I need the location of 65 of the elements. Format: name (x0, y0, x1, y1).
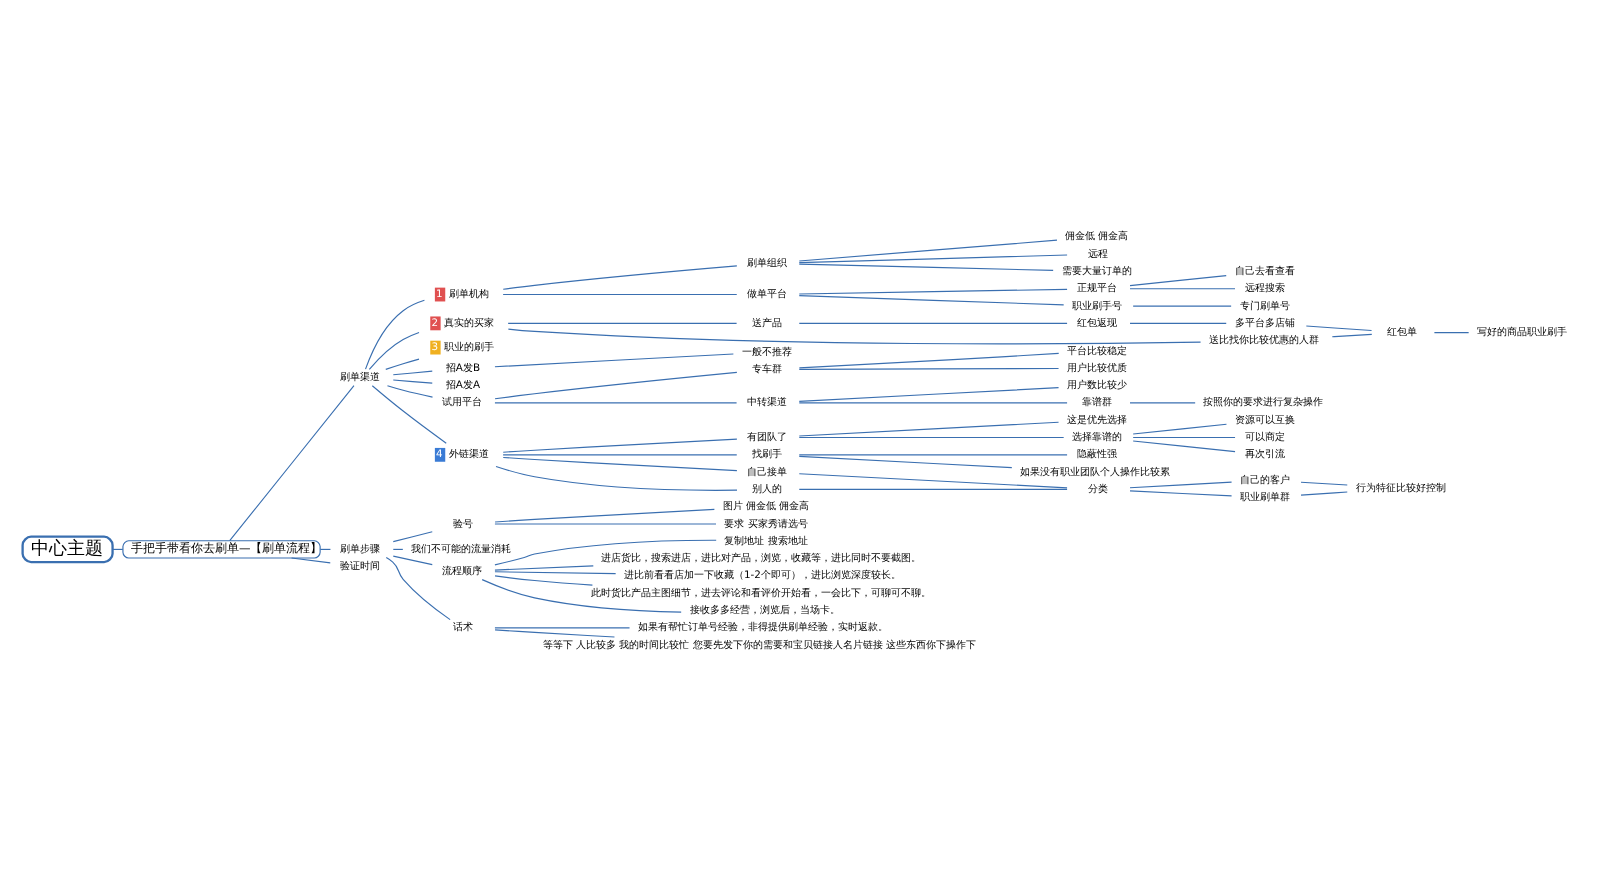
connector (501, 264, 737, 289)
connector (391, 369, 432, 375)
connector (228, 384, 354, 541)
connector (493, 370, 737, 399)
connector (1128, 480, 1232, 488)
connector (1128, 401, 1195, 403)
connector (493, 352, 733, 367)
connector (391, 378, 432, 383)
connector (493, 401, 737, 403)
connector (385, 384, 433, 397)
connector (1131, 422, 1227, 434)
connector (1304, 324, 1372, 331)
connector (797, 238, 1057, 261)
connector (1128, 321, 1226, 323)
connector (493, 574, 592, 585)
node-box: 中心主题 (20, 534, 113, 563)
connector (493, 522, 716, 524)
connector (391, 554, 432, 565)
connector (370, 384, 446, 443)
connector (506, 321, 737, 323)
connector (797, 420, 1059, 436)
connector (384, 556, 450, 620)
connector (493, 507, 714, 522)
connector (797, 487, 1067, 489)
connector (797, 262, 1053, 270)
connector (797, 453, 1067, 455)
connector (1131, 435, 1235, 438)
connector (501, 292, 737, 295)
connector (797, 294, 1064, 305)
connector (480, 578, 681, 612)
connector (493, 626, 630, 628)
connector (367, 330, 419, 369)
connector (1432, 331, 1469, 333)
connector (290, 556, 330, 563)
connector (494, 464, 737, 490)
connector (1131, 439, 1235, 452)
connector (1131, 304, 1231, 306)
connector (493, 564, 593, 570)
connector (1128, 489, 1232, 496)
connector (493, 570, 616, 574)
connector (384, 357, 419, 369)
connector (391, 530, 432, 542)
connector (363, 298, 424, 369)
connector (797, 351, 1059, 368)
connector (797, 435, 1064, 438)
connector (797, 321, 1067, 323)
connector (797, 253, 1067, 263)
connector (797, 401, 1067, 403)
connector (797, 454, 1012, 468)
connector (797, 472, 1067, 488)
connector (797, 287, 1067, 294)
connector (501, 437, 737, 452)
connector (1299, 480, 1347, 485)
connector (1128, 287, 1235, 289)
connector (493, 628, 615, 637)
connector (797, 386, 1059, 401)
connector (493, 538, 716, 565)
connector (391, 547, 403, 549)
connector (1128, 274, 1226, 286)
connector (506, 327, 1201, 344)
connector (501, 455, 737, 471)
connector (1330, 332, 1372, 337)
connector (797, 366, 1059, 369)
connector (501, 453, 737, 455)
connector (1299, 490, 1347, 495)
